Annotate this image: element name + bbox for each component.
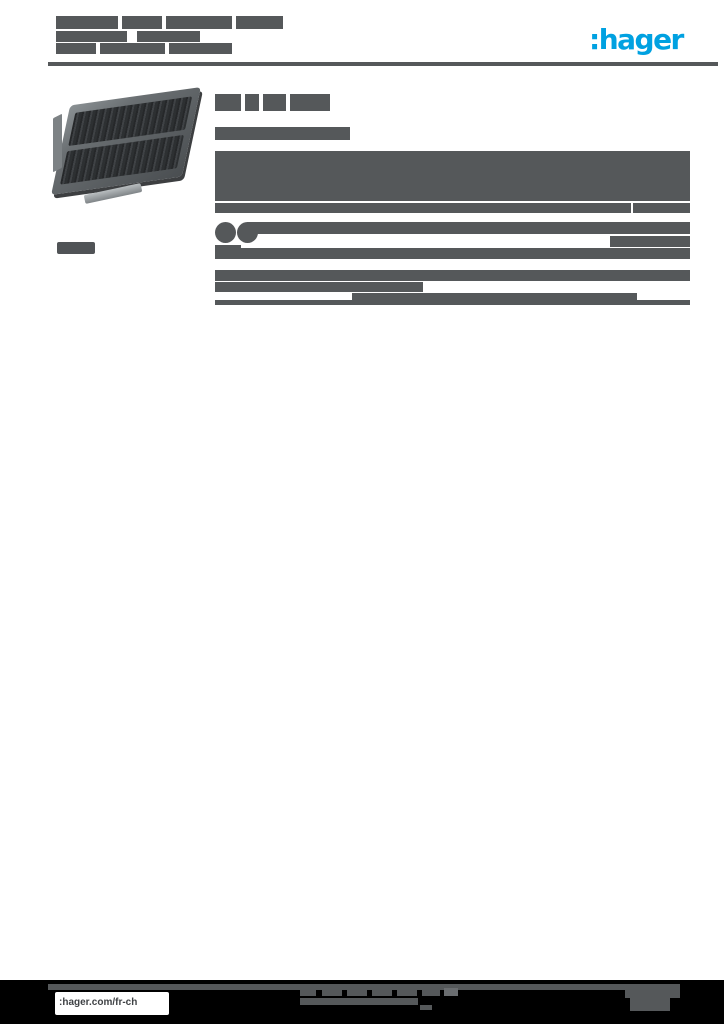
product-tray-side-edge: [53, 113, 62, 173]
footer-top-rule: [48, 984, 625, 990]
redacted-product-title-seg: [245, 94, 259, 111]
product-tray-body: [51, 87, 201, 195]
section-bottom-rule: [215, 300, 690, 305]
redacted-product-title-seg: [215, 94, 241, 111]
redacted-footer-word: [347, 988, 367, 996]
redacted-title-line2-seg: [56, 31, 127, 42]
redacted-title-line1-seg: [236, 16, 283, 29]
redacted-pageinfo-block: [630, 998, 670, 1011]
redacted-footer-word: [397, 988, 417, 996]
redacted-spec-row: [247, 222, 690, 234]
redacted-title-line1-seg: [56, 16, 118, 29]
redacted-title-line3-seg: [100, 43, 165, 54]
website-link-box[interactable]: :hager.com/fr-ch: [55, 992, 169, 1015]
redacted-spec-row: [352, 293, 637, 301]
website-url[interactable]: :hager.com/fr-ch: [59, 997, 138, 1008]
redacted-footer-word: [422, 988, 440, 996]
redacted-subtitle: [215, 127, 350, 140]
redacted-product-title-seg: [263, 94, 286, 111]
redacted-footer-word: [372, 988, 392, 996]
redacted-spec-row: [215, 270, 690, 281]
redacted-paragraph-block: [215, 151, 690, 201]
redacted-footer-word: [444, 988, 458, 996]
redacted-title-line3-seg: [169, 43, 232, 54]
redacted-pageinfo-block: [625, 984, 680, 998]
redacted-paragraph-lastline: [215, 203, 631, 213]
redacted-title-line2-seg: [137, 31, 200, 42]
redacted-footer-word: [322, 988, 342, 996]
redacted-footer-line2: [300, 998, 418, 1005]
redacted-title-line3-seg: [56, 43, 96, 54]
redacted-footer-word: [300, 988, 316, 996]
redacted-right-value: [610, 236, 690, 247]
redacted-footer-mark: [420, 1005, 432, 1010]
redacted-product-title-seg: [290, 94, 330, 111]
hager-logo: :hager: [589, 23, 684, 56]
redacted-spec-row: [215, 282, 423, 292]
spec-picto-circle-1: [215, 222, 236, 243]
header-divider-rule: [48, 62, 718, 66]
redacted-reference-label: [57, 242, 95, 254]
product-photo: [51, 86, 204, 204]
redacted-spec-row: [215, 248, 690, 259]
redacted-title-line1-seg: [166, 16, 232, 29]
redacted-right-value: [633, 203, 690, 213]
redacted-title-line1-seg: [122, 16, 162, 29]
footer-band: :hager.com/fr-ch: [0, 980, 724, 1024]
